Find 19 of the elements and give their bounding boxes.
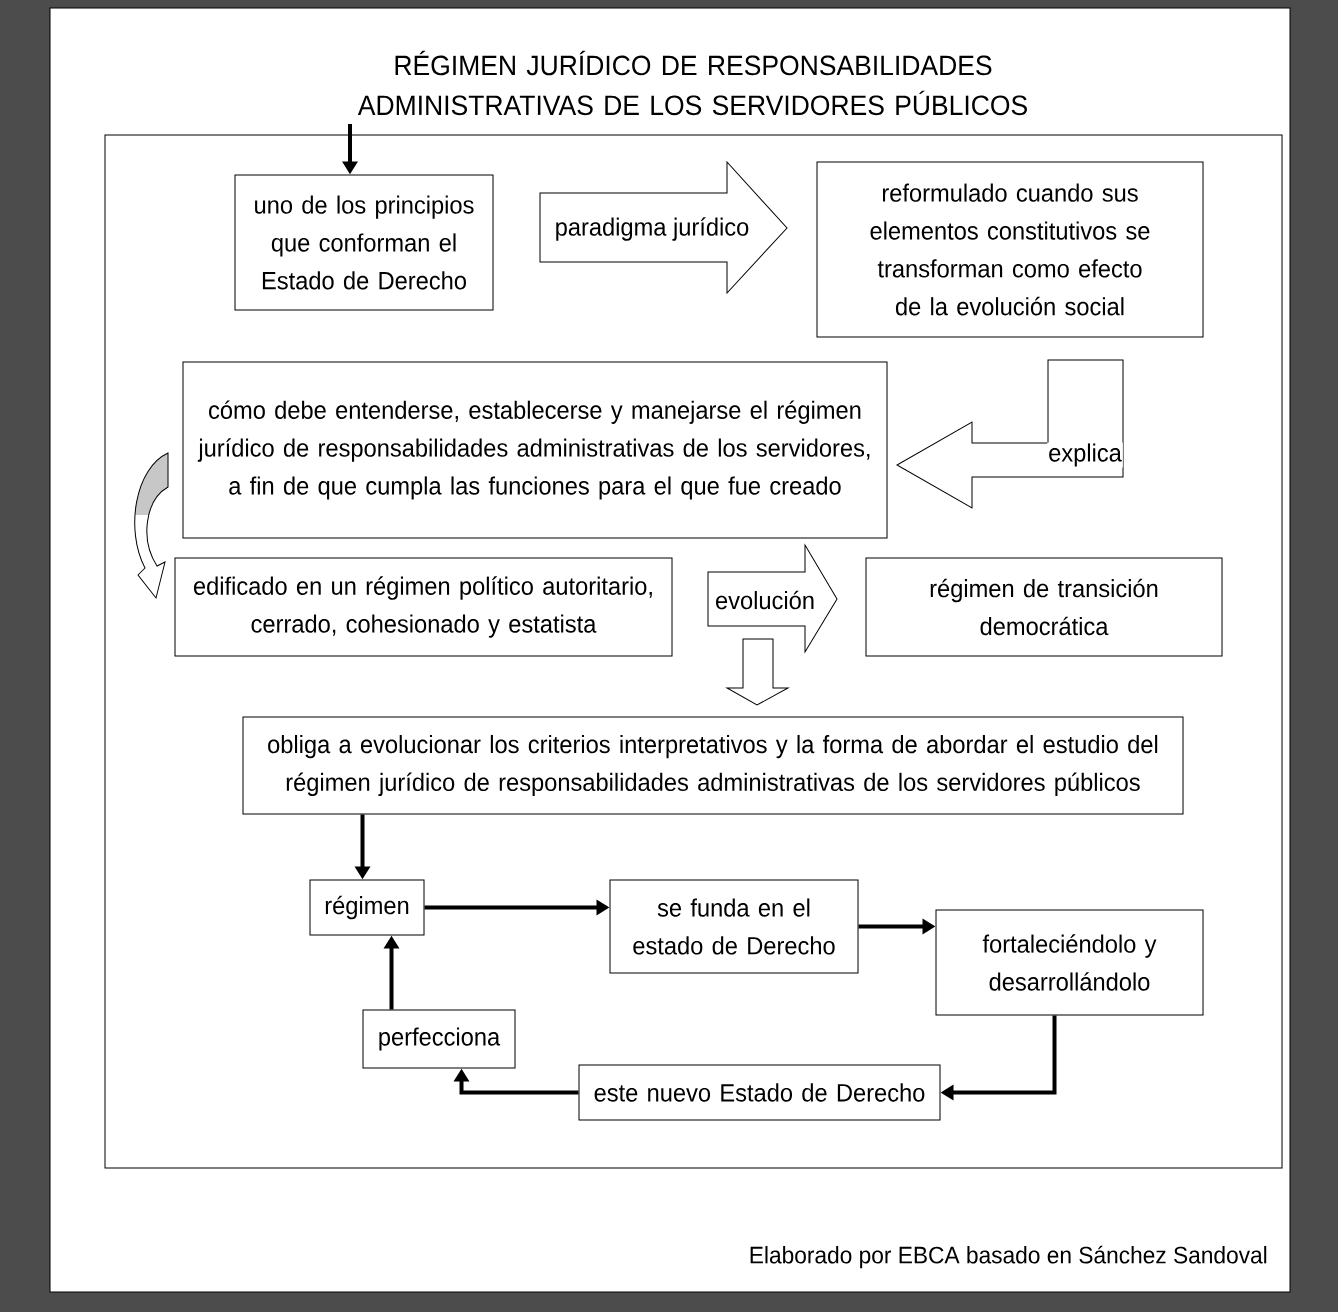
edge-label: paradigma jurídico	[553, 216, 751, 242]
text-box: obliga a evolucionar los criterios interpretativos y la forma de abordar el estudio del régimen jurídico de responsabilidades administrativas de los servidores públicos	[242, 716, 1184, 815]
text-box: este nuevo Estado de Derecho	[578, 1064, 941, 1121]
text-box: uno de los principios que conforman el Estado de Derecho	[234, 174, 494, 311]
text-box: reformulado cuando sus elementos constitutivos se transforman como efecto de la evolución social	[816, 161, 1204, 338]
edge-label: evolución	[714, 589, 816, 611]
text-box: se funda en el estado de Derecho	[609, 879, 859, 974]
block-arrow	[134, 452, 169, 599]
text-box: régimen	[309, 879, 425, 936]
text-box: fortaleciéndolo y desarrollándolo	[935, 909, 1204, 1016]
block-arrow	[726, 638, 789, 706]
edge-label: explica	[1047, 442, 1123, 468]
frame-box	[104, 134, 1283, 1169]
text-box: régimen de transición democrática	[865, 557, 1223, 657]
text-box: cómo debe entenderse, establecerse y manejarse el régimen jurídico de responsabilidades administrativas de los servidores, a fin de que cumpla las funciones para el que fue creado	[182, 361, 888, 539]
credit-note: Elaborado por EBCA basado en Sánchez Sandoval	[750, 1245, 1267, 1269]
title: RÉGIMEN JURÍDICO DE RESPONSABILIDADES ADMINISTRATIVAS DE LOS SERVIDORES PÚBLICOS	[357, 50, 1027, 116]
text-box: edificado en un régimen político autoritario, cerrado, cohesionado y estatista	[174, 557, 673, 657]
text-box: perfecciona	[362, 1009, 516, 1069]
